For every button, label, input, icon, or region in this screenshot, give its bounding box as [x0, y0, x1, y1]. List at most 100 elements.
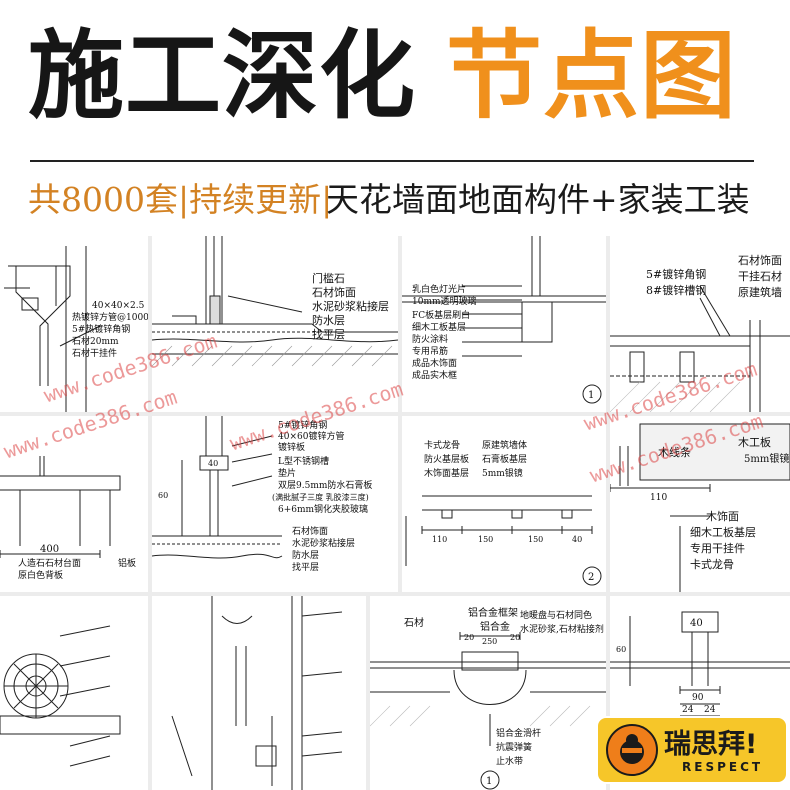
note-3: 5mm银镜	[744, 452, 789, 465]
note-2: 铝合金框架	[468, 606, 518, 619]
note-5: 石材干挂件	[72, 347, 117, 359]
note-5: 原建筑墙	[738, 285, 782, 299]
drawing-ceiling-section	[152, 596, 366, 790]
drawing-stone-cladding: 40×40×2.5 热镀锌方管@1000MM 5#热镀锌角钢 石材20mm 石材…	[0, 236, 148, 412]
drawing-ceiling-medallion	[0, 596, 148, 790]
badge-text-cn: 瑞思拜!	[664, 729, 758, 760]
header: 施工深化 节点图 共8000套|持续更新| 天花墙面地面构件+家装工装	[0, 0, 790, 236]
note-3: 铝板	[118, 557, 136, 569]
dim-5: 24	[704, 705, 716, 715]
note-4: 石材20mm	[72, 335, 119, 347]
note-5: 垫片	[278, 467, 296, 479]
note-8: 成品实木框	[412, 369, 457, 381]
note-5: 石膏板基层	[482, 453, 527, 465]
note-1: 木线条	[658, 445, 691, 459]
note-2: 原白色背板	[18, 569, 63, 581]
dim-top: 40	[208, 459, 218, 468]
note-6: 双层9.5mm防水石膏板	[278, 479, 372, 491]
drawing-steel-frame: 5#镀锌角钢 8#镀锌槽钢 石材饰面 干挂石材 原建筑墙	[610, 236, 790, 412]
drawing-glass-partition: 40 60 5#镀锌角钢 40×60镀锌方管 镀锌板 L型不锈钢槽 垫片 双层9…	[152, 416, 398, 592]
title-orange: 节点图	[446, 19, 737, 132]
note-5: 找平层	[312, 327, 345, 341]
detail-number: 1	[588, 390, 594, 401]
note-4: 干挂石材	[738, 269, 782, 283]
note-2: 木工板	[738, 435, 771, 449]
note-2: 10mm透明玻璃	[412, 295, 477, 307]
note-1: 卡式龙骨	[424, 439, 460, 451]
dim-3: 90	[692, 693, 704, 703]
dim-4: 40	[572, 535, 582, 544]
drawing-light-box: 乳白色灯光片 10mm透明玻璃 FC板基层刷白 细木工板基层 防火涂料 专用吊筋…	[402, 236, 606, 412]
note-6: 铝合金滑杆	[496, 727, 541, 739]
note-1: 石材	[404, 616, 424, 629]
note-1: 乳白色灯光片	[412, 283, 466, 295]
note-2: 40×60镀锌方管	[278, 430, 344, 442]
note-11: 防水层	[292, 549, 319, 561]
note-3: 5#热镀锌角钢	[72, 323, 130, 335]
note-2: 热镀锌方管@1000MM	[72, 311, 148, 323]
dim-110: 110	[650, 493, 667, 503]
subtitle-categories: 天花墙面地面构件+家装工装	[326, 180, 750, 219]
note-6: 专用吊筋	[412, 345, 448, 357]
respect-badge: 瑞思拜! RESPECT	[598, 718, 786, 782]
drawing-vanity-counter: 400 人造石石材台面 原白色背板 铝板	[0, 416, 148, 592]
drawing-expansion-joint: 石材 铝合金框架 铝合金 地暖盘与石材同色 水泥砂浆,石材粘接剂 20 250 …	[370, 596, 606, 790]
dim-4: 24	[682, 705, 694, 715]
note-4: 原建筑墙体	[482, 439, 527, 451]
note-2: 石材饰面	[312, 285, 356, 299]
drawing-grid: 40×40×2.5 热镀锌方管@1000MM 5#热镀锌角钢 石材20mm 石材…	[0, 236, 790, 790]
dim-side: 60	[158, 491, 168, 500]
note-6: 5mm银镜	[482, 467, 523, 479]
dim-3: 20	[510, 633, 520, 642]
note-3: 木饰面基层	[424, 467, 469, 479]
note-6: 专用干挂件	[690, 541, 745, 555]
dim-1: 20	[464, 633, 474, 642]
note-5: 防火涂料	[412, 333, 448, 345]
note-4: 木饰面	[706, 509, 739, 523]
dim-2: 60	[616, 645, 626, 654]
dim-2: 150	[478, 535, 493, 544]
mascot-logo-icon	[606, 724, 658, 776]
note-1: 5#镀锌角钢	[646, 267, 706, 281]
note-3: FC板基层刷白	[412, 309, 470, 321]
note-3: 石材饰面	[738, 253, 782, 267]
note-4: L型不锈钢槽	[278, 455, 329, 467]
note-1: 40×40×2.5	[92, 301, 145, 311]
detail-number: 1	[486, 776, 492, 787]
note-4: 细木工板基层	[412, 321, 466, 333]
note-7: (满批腻子三度 乳胶漆三度)	[272, 492, 369, 502]
divider	[30, 160, 754, 162]
note-8: 6+6mm钢化夹胶玻璃	[278, 503, 368, 515]
detail-number: 2	[588, 572, 594, 583]
drawing-mirror-ceiling: 卡式龙骨 防火基层板 木饰面基层 原建筑墙体 石膏板基层 5mm银镜 110 1…	[402, 416, 606, 592]
title-black: 施工深化	[28, 19, 416, 132]
note-5: 细木工板基层	[690, 525, 756, 539]
note-1: 人造石石材台面	[18, 557, 81, 569]
note-1: 5#镀锌角钢	[278, 419, 327, 431]
note-1: 门槛石	[312, 271, 345, 285]
dim-2: 250	[482, 637, 497, 646]
badge-text-en: RESPECT	[682, 760, 764, 774]
drawing-threshold-stone: 门槛石 石材饰面 水泥砂浆粘接层 防水层 找平层	[152, 236, 398, 412]
note-3: 水泥砂浆粘接层	[312, 299, 389, 313]
note-7: 卡式龙骨	[690, 558, 734, 571]
note-2: 防火基层板	[424, 453, 469, 465]
dim-3: 150	[528, 535, 543, 544]
note-3: 铝合金	[480, 620, 510, 633]
note-4: 防水层	[312, 313, 345, 327]
drawing-wood-veneer: 木线条 木工板 5mm银镜 110 木饰面 细木工板基层 专用干挂件 卡式龙骨	[610, 416, 790, 592]
subtitle-count: 共8000套|持续更新|	[28, 180, 333, 219]
dim-1: 40	[690, 618, 703, 629]
note-12: 找平层	[292, 561, 319, 573]
dim-1: 110	[432, 535, 447, 544]
note-10: 水泥砂浆粘接层	[292, 537, 355, 549]
note-7: 抗震弹簧	[496, 741, 532, 753]
note-8: 止水带	[496, 755, 523, 767]
dim-400: 400	[40, 544, 59, 555]
note-7: 成品木饰面	[412, 357, 457, 369]
note-5: 水泥砂浆,石材粘接剂	[520, 623, 604, 635]
note-9: 石材饰面	[292, 525, 328, 537]
note-4: 地暖盘与石材同色	[520, 609, 592, 621]
note-3: 镀锌板	[278, 441, 305, 453]
note-2: 8#镀锌槽钢	[646, 283, 706, 297]
